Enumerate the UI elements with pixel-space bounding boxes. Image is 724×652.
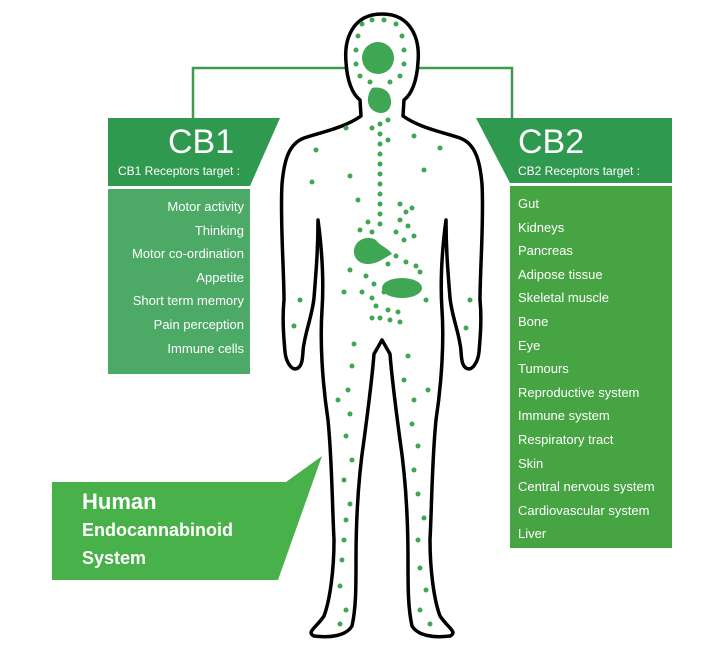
system-label: Human Endocannabinoid System [82,488,282,572]
cb2-item: Adipose tissue [518,266,603,282]
pancreas-organ [382,278,422,298]
cb2-item: Eye [518,337,541,353]
cb1-title: CB1 [168,123,235,161]
cb2-title: CB2 [518,123,585,161]
cb2-item: Gut [518,196,539,211]
cb2-item: Liver [518,526,547,542]
cb1-item: Motor activity [167,199,244,214]
cb1-item: Thinking [194,222,244,238]
system-label-line2: Endocannabinoid [82,520,233,540]
system-label-line1: Human [82,489,157,514]
cb2-item: Reproductive system [518,384,640,400]
cb2-target-list: Gut Kidneys Pancreas Adipose tissue Skel… [518,192,668,546]
cb1-item: Pain perception [153,316,244,332]
cb2-item: Bone [518,313,549,329]
system-label-line3: System [82,548,147,568]
stomach-organ [353,237,392,264]
cb2-item: Central nervous system [518,479,655,495]
cb2-item: Immune system [518,408,610,424]
cb1-panel-bg [108,189,250,374]
cb1-header-bg [108,118,280,186]
cb2-item: Respiratory tract [518,431,614,447]
cb2-header: CB2 CB2 Receptors target : [518,124,668,178]
cb2-item: Kidneys [518,219,565,235]
cb2-subtitle: CB2 Receptors target : [518,164,641,178]
cb1-subtitle: CB1 Receptors target : [118,164,241,178]
cb1-item: Short term memory [132,293,244,309]
cb1-item: Motor co-ordination [132,246,244,262]
body-outline [279,12,485,639]
system-label-bg [52,456,322,580]
cb2-item: Tumours [518,361,569,377]
cb1-item: Immune cells [167,340,244,356]
cb2-panel-bg [510,186,672,548]
cb2-header-bg [476,118,672,183]
receptor-dots [291,17,473,627]
cb2-item: Cardiovascular system [518,502,650,518]
cb1-header: CB1 CB1 Receptors target : [118,124,278,178]
thyroid-organ [367,87,392,114]
cb2-item: Skeletal muscle [518,290,610,306]
cb1-target-list: Motor activity Thinking Motor co-ordinat… [108,195,244,360]
cb2-item: Pancreas [518,243,573,259]
brain-organ [362,42,394,74]
cb2-item: Skin [518,455,544,471]
cb1-item: Appetite [196,269,244,285]
